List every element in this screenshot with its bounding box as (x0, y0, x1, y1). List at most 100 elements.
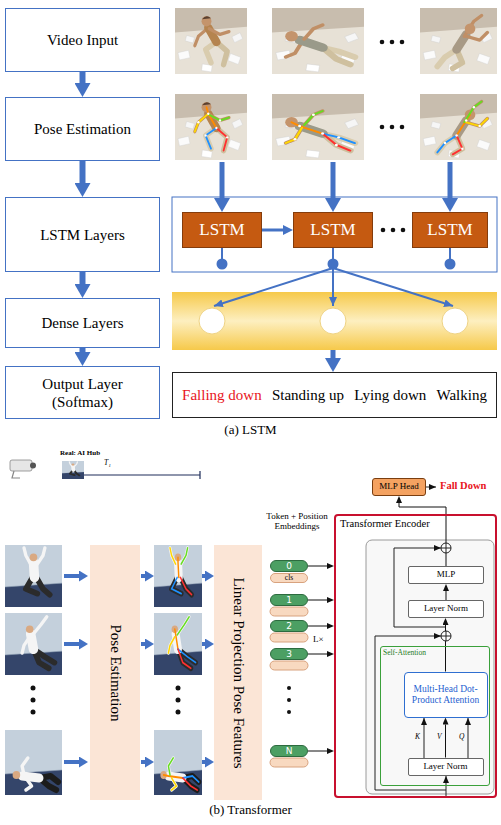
encoder-block (366, 540, 494, 794)
node-label: N (286, 747, 293, 756)
token-pill: N (270, 745, 308, 757)
illustration-part (424, 718, 425, 758)
node-label: Self-Attention (383, 648, 426, 657)
node-label: Lying down (354, 387, 426, 404)
connector-arrow (262, 229, 283, 232)
layer-box: Layer Norm (408, 758, 484, 776)
illustration-part (441, 631, 451, 641)
illustration-part (170, 548, 192, 595)
illustration-part (141, 642, 145, 646)
illustration-part (285, 111, 355, 151)
illustration-part (214, 268, 333, 306)
illustration-part (5, 730, 62, 795)
node-label: Transformer Encoder (340, 518, 430, 529)
illustration-part (64, 760, 79, 764)
illustration-part (62, 461, 84, 479)
node-label: MLP (437, 570, 456, 580)
node-label: LSTM (199, 220, 244, 240)
illustration-part (13, 758, 59, 790)
illustration-part (420, 94, 497, 160)
illustration-part (272, 8, 364, 74)
embedding-pill: cls (270, 573, 308, 583)
node-label: Walking (436, 387, 486, 404)
connector-arrow (80, 348, 86, 352)
token-pill: 1 (270, 594, 308, 606)
stage-band: Pose Estimation (90, 545, 140, 800)
illustration-part (22, 617, 54, 669)
illustration-part (195, 16, 229, 65)
source-label: Real: AI Hub (60, 449, 100, 457)
illustration-part (202, 574, 205, 578)
node-label: Dense Layers (41, 314, 123, 332)
illustration-part (287, 698, 291, 702)
illustration-part (202, 642, 205, 646)
node-label: Layer Norm (423, 762, 467, 772)
token-pill: 2 (270, 620, 308, 632)
node-label: LSTM (427, 220, 472, 240)
node-label: 0 (286, 562, 292, 571)
illustration-part (154, 545, 202, 607)
lstm-cell: LSTM (182, 212, 262, 248)
connector-arrow (80, 72, 86, 83)
stage-box: LSTM Layers (5, 197, 160, 272)
illustration-part (287, 686, 291, 690)
stage-box: Output Layer (Softmax) (5, 366, 160, 419)
node-label: Layer Norm (424, 604, 468, 614)
node-label: MLP Head (379, 482, 418, 492)
illustration-part (31, 710, 36, 715)
illustration-part (272, 94, 364, 160)
illustration-part (168, 617, 195, 669)
lstm-cell: LSTM (412, 212, 488, 248)
illustration-part (286, 111, 355, 151)
mlp-head-box: MLP Head (372, 478, 426, 496)
pose-frame (175, 94, 497, 160)
connector-arrow (308, 654, 327, 655)
illustration-part (400, 40, 405, 45)
layer-box: Layer Norm (408, 600, 484, 618)
time-label: T₁ (104, 459, 111, 468)
output-label: Fall Down (440, 480, 486, 492)
annotation-label: Token + Position Embeddings (262, 511, 332, 532)
pose-frame (154, 545, 202, 795)
attention-box: Multi-Head Dot-Product Attention (404, 672, 488, 718)
illustration-part (220, 162, 225, 198)
figure-caption: (b) Transformer (0, 803, 501, 818)
node-label: cls (285, 574, 293, 582)
node-label: Video Input (47, 31, 118, 49)
illustration-part (5, 613, 62, 675)
illustration-part (332, 268, 334, 306)
token-pill: 0 (270, 560, 308, 572)
illustration-part (221, 248, 223, 259)
input-label: Q (459, 733, 464, 742)
illustration-part (175, 8, 247, 74)
illustration-part (400, 125, 405, 130)
illustration-part (331, 162, 336, 198)
timeline (84, 471, 200, 479)
illustration-part (176, 710, 181, 715)
input-label: V (437, 733, 442, 742)
illustration-part (5, 545, 62, 607)
lstm-cell: LSTM (293, 212, 373, 248)
illustration-part (69, 462, 79, 476)
node-label: 3 (286, 650, 292, 659)
node-label: 2 (286, 622, 292, 631)
illustration-part (270, 633, 308, 642)
video-frame (5, 545, 62, 795)
illustration-part (175, 94, 247, 160)
illustration-part (446, 260, 455, 269)
illustration-part (195, 102, 229, 151)
illustration-part (401, 228, 406, 233)
illustration-part (168, 617, 195, 669)
node-label: Pose Estimation (34, 120, 131, 138)
illustration-part (437, 102, 487, 155)
illustration-part (441, 543, 451, 553)
connector-arrow (446, 591, 447, 600)
illustration-part (442, 308, 468, 334)
illustration-part (332, 248, 334, 259)
illustration-part (329, 260, 338, 269)
connector-arrow (80, 161, 86, 183)
embedding-pill (270, 607, 308, 767)
connector-arrow (445, 625, 446, 672)
illustration-part (380, 40, 385, 45)
illustration-part (446, 776, 447, 796)
